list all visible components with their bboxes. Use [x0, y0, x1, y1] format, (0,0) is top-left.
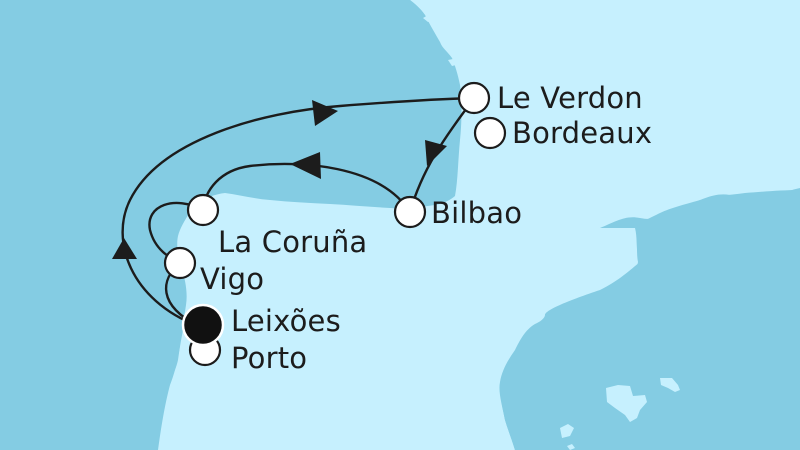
island-ibiza: [560, 424, 574, 438]
island-menorca: [660, 378, 680, 392]
sea-mediterranean: [500, 190, 800, 450]
label-leixoes: Leixões: [231, 304, 341, 338]
arrow-west-icon: [290, 152, 321, 179]
direction-arrows: [112, 100, 447, 259]
arrow-north-icon: [112, 238, 137, 259]
port-markers: [163, 81, 507, 367]
island-formentera: [567, 444, 575, 450]
land-iberia-france: [155, 0, 800, 450]
port-marker-bilbao: [393, 195, 427, 229]
island-mallorca: [606, 385, 647, 422]
port-marker-le-verdon: [457, 81, 491, 115]
sea-bay-of-biscay: [0, 0, 455, 450]
route-leg-leixoes-leverdon: [121, 96, 475, 328]
arrow-southwest-icon: [425, 140, 447, 166]
label-le-verdon: Le Verdon: [497, 81, 643, 115]
port-marker-bordeaux: [473, 116, 507, 150]
coast-detail: [423, 14, 434, 22]
label-vigo: Vigo: [200, 262, 265, 296]
label-porto: Porto: [231, 341, 308, 375]
port-marker-vigo: [163, 246, 197, 280]
label-bilbao: Bilbao: [431, 196, 523, 230]
arrow-east-icon: [312, 100, 338, 126]
port-marker-la-coruna: [186, 193, 220, 227]
route-leg-bilbao-lacoruna: [201, 162, 412, 213]
label-bordeaux: Bordeaux: [512, 116, 653, 150]
coast-detail: [448, 58, 460, 66]
label-la-coruna: La Coruña: [218, 225, 368, 259]
port-marker-leixoes: [181, 303, 225, 347]
